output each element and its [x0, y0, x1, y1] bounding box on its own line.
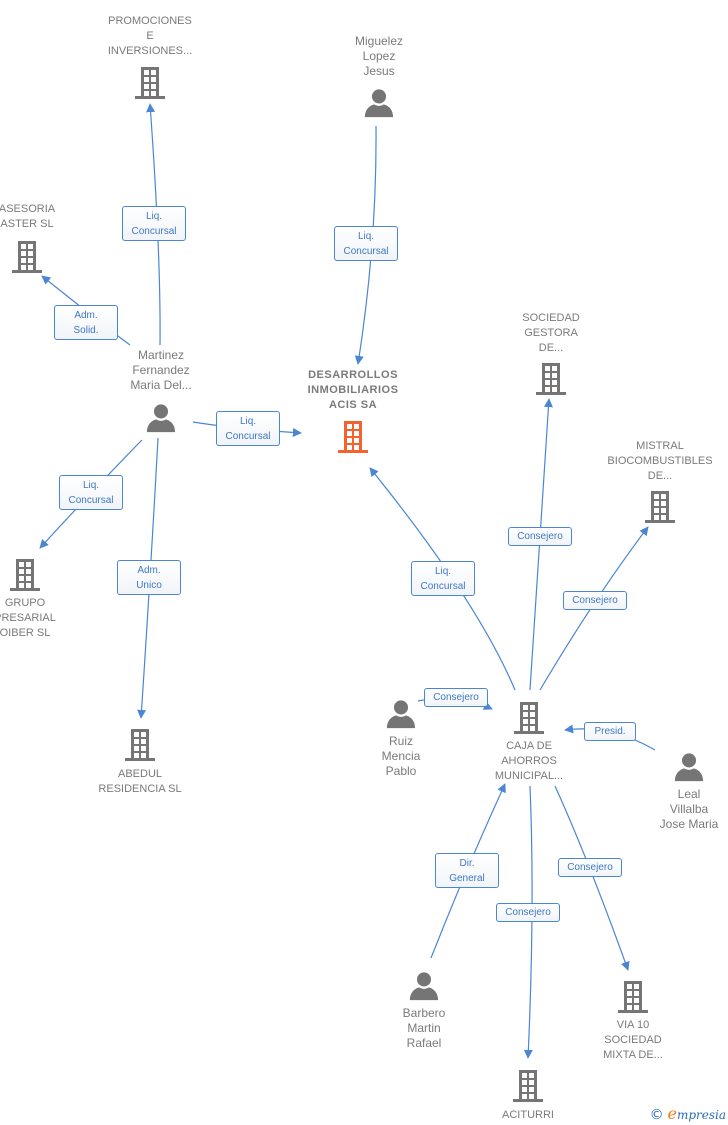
- edge-label[interactable]: Consejero: [563, 591, 627, 610]
- building-icon[interactable]: [123, 727, 157, 761]
- edge-label[interactable]: Liq. Concursal: [216, 411, 280, 446]
- node-label: CAJA DE AHORROS MUNICIPAL...: [494, 740, 564, 782]
- edge-label[interactable]: Liq. Concursal: [334, 226, 398, 261]
- copyright-icon: ©: [649, 1107, 664, 1123]
- node-label: MISTRAL BIOCOMBUSTIBLES DE...: [607, 440, 713, 482]
- edge-label[interactable]: Liq. Concursal: [59, 475, 123, 510]
- edge-label[interactable]: Liq. Concursal: [122, 206, 186, 241]
- node-label: VIA 10 SOCIEDAD MIXTA DE...: [603, 1019, 663, 1061]
- node-label: Miguelez Lopez Jesus: [354, 34, 404, 78]
- brand-name: mpresia: [676, 1108, 726, 1122]
- edge-label[interactable]: Adm. Solid.: [54, 305, 118, 340]
- empresia-brand: © empresia: [650, 1104, 726, 1123]
- node-label: ABEDUL RESIDENCIA SL: [98, 768, 182, 795]
- node-label: Ruiz Mencia Pablo: [381, 734, 421, 778]
- edge-label[interactable]: Dir. General: [435, 853, 499, 888]
- building-icon[interactable]: [10, 239, 44, 273]
- node-label: Martinez Fernandez Maria Del...: [130, 348, 192, 392]
- brand-initial: e: [667, 1104, 677, 1123]
- building-icon[interactable]: [616, 979, 650, 1013]
- node-label: ACITURRI: [502, 1109, 554, 1121]
- building-icon[interactable]: [511, 1068, 545, 1102]
- edge-label[interactable]: Consejero: [424, 688, 488, 707]
- building-icon[interactable]: [643, 489, 677, 523]
- building-icon[interactable]: [336, 419, 370, 453]
- building-icon[interactable]: [8, 557, 42, 591]
- edge-caja-to-aciturri: [523, 785, 533, 1059]
- node-label: Barbero Martin Rafael: [402, 1006, 446, 1050]
- person-icon[interactable]: [146, 403, 176, 433]
- building-icon[interactable]: [133, 65, 167, 99]
- node-label: DESARROLLOS INMOBILIARIOS ACIS SA: [307, 369, 399, 411]
- edge-caja-to-via10: [554, 785, 630, 971]
- node-label: Leal Villalba Jose Maria: [659, 787, 719, 831]
- edge-label[interactable]: Adm. Unico: [117, 560, 181, 595]
- node-label: SOCIEDAD GESTORA DE...: [522, 312, 580, 354]
- building-icon[interactable]: [534, 361, 568, 395]
- edge-label[interactable]: Presid.: [584, 722, 636, 741]
- node-label: GRUPO PRESARIAL OIBER SL: [0, 597, 56, 639]
- edge-label[interactable]: Consejero: [496, 903, 560, 922]
- person-icon[interactable]: [386, 699, 416, 729]
- building-icon[interactable]: [512, 700, 546, 734]
- node-label: ASESORIA ASTER SL: [0, 203, 56, 230]
- node-label: PROMOCIONES E INVERSIONES...: [107, 15, 193, 57]
- edge-label[interactable]: Consejero: [558, 858, 622, 877]
- person-icon[interactable]: [364, 88, 394, 118]
- person-icon[interactable]: [409, 971, 439, 1001]
- person-icon[interactable]: [674, 752, 704, 782]
- edge-label[interactable]: Liq. Concursal: [411, 561, 475, 596]
- edge-label[interactable]: Consejero: [508, 527, 572, 546]
